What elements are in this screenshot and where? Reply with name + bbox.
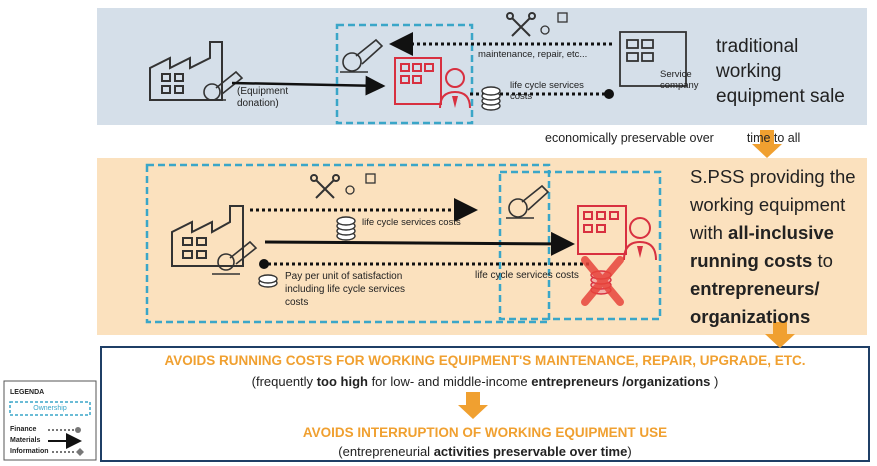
saw-icon bbox=[506, 184, 550, 219]
benefit-text: (frequently bbox=[251, 374, 317, 389]
benefit-text: ) bbox=[627, 444, 632, 459]
legend-title: LEGENDA bbox=[10, 389, 45, 396]
cross-icon bbox=[581, 256, 624, 306]
connector-text: economically preservable over time to al… bbox=[545, 131, 800, 145]
service-company-line: Service bbox=[660, 69, 692, 80]
top-panel-title: traditional working equipment sale bbox=[716, 34, 845, 109]
coins-icon bbox=[336, 216, 356, 241]
orange-down-arrow bbox=[765, 322, 795, 348]
benefit-description: (entrepreneurial activities preservable … bbox=[100, 444, 870, 459]
spss-panel bbox=[97, 158, 867, 335]
parts-icon bbox=[345, 173, 376, 195]
lifecycle-costs-label: life cycle services costs bbox=[362, 217, 461, 228]
parts-icon bbox=[540, 12, 568, 35]
legend-information-label: Information bbox=[10, 448, 49, 455]
connector-text-before: economically preservable over bbox=[545, 131, 714, 145]
coins-icon bbox=[481, 86, 501, 111]
lifecycle-costs-label: life cycle services costs bbox=[510, 80, 584, 102]
donation-label-line: donation) bbox=[237, 98, 279, 109]
spss-title-line: organizations bbox=[690, 303, 856, 331]
benefit-text: for low- and middle-income bbox=[367, 374, 532, 389]
ownership-box-left bbox=[145, 163, 551, 324]
service-company-line: company bbox=[660, 80, 699, 91]
title-line: equipment sale bbox=[716, 86, 845, 107]
donation-label-line: (Equipment bbox=[237, 86, 289, 97]
pay-per-unit-label: Pay per unit of satisfaction including l… bbox=[285, 270, 405, 309]
tools-icon bbox=[506, 12, 536, 37]
materials-arrow bbox=[264, 231, 575, 256]
spss-title-text: to bbox=[812, 250, 833, 271]
spss-title-line: running costs to bbox=[690, 247, 856, 275]
benefit-bold: too high bbox=[316, 374, 368, 389]
benefit-bold: activities preservable over time bbox=[433, 444, 628, 459]
benefit-heading: AVOIDS INTERRUPTION OF WORKING EQUIPMENT… bbox=[302, 425, 668, 440]
service-company-icon bbox=[619, 31, 687, 87]
spss-title-line: working equipment bbox=[690, 194, 846, 215]
saw-icon bbox=[200, 70, 244, 101]
orange-down-arrow bbox=[458, 392, 488, 419]
entrepreneur-icon bbox=[577, 205, 657, 261]
pay-per-unit-line: costs bbox=[285, 297, 309, 308]
benefit-heading: AVOIDS RUNNING COSTS FOR WORKING EQUIPME… bbox=[164, 353, 806, 368]
tools-icon bbox=[310, 174, 340, 199]
legend-materials-label: Materials bbox=[10, 437, 41, 444]
orange-down-arrow bbox=[752, 130, 782, 158]
saw-icon bbox=[212, 240, 258, 275]
legend-ownership-label: Ownership bbox=[33, 405, 67, 412]
spss-title-line: entrepreneurs/ bbox=[690, 275, 856, 303]
benefit-text: (entrepreneurial bbox=[338, 444, 434, 459]
spss-title-line: with all-inclusive bbox=[690, 219, 856, 247]
pay-per-unit-line: Pay per unit of satisfaction bbox=[285, 271, 403, 282]
legend-ownership-swatch bbox=[9, 401, 91, 416]
lifecycle-costs-line: costs bbox=[510, 91, 533, 102]
ownership-box-right bbox=[498, 170, 662, 321]
connector-text-after: time to all bbox=[746, 131, 801, 145]
title-line: working bbox=[716, 61, 782, 82]
spss-title-bold: running costs bbox=[690, 250, 813, 271]
legend-finance-label: Finance bbox=[10, 426, 37, 433]
benefit-description: (frequently too high for low- and middle… bbox=[100, 374, 870, 389]
spss-title: S.PSS providing the working equipment wi… bbox=[690, 163, 856, 331]
donation-arrow bbox=[231, 75, 386, 96]
benefit-bold: entrepreneurs /organizations bbox=[531, 374, 711, 389]
coin-icon bbox=[258, 274, 278, 288]
benefit-text: ) bbox=[710, 374, 719, 389]
pay-per-unit-line: including life cycle services bbox=[285, 284, 406, 295]
benefits-box bbox=[100, 346, 870, 462]
spss-title-text: with bbox=[690, 222, 729, 243]
donation-label: (Equipment donation) bbox=[237, 86, 288, 110]
lifecycle-costs-label: life cycle services costs bbox=[475, 270, 579, 281]
spss-title-bold: organizations bbox=[690, 306, 811, 327]
factory-icon bbox=[171, 205, 244, 267]
spss-title-bold: all-inclusive bbox=[728, 222, 834, 243]
maintenance-label: maintenance, repair, etc... bbox=[478, 49, 588, 60]
spss-title-line: S.PSS providing the bbox=[690, 166, 856, 187]
factory-icon bbox=[149, 41, 223, 101]
entrepreneur-icon bbox=[394, 57, 471, 109]
ownership-box-top bbox=[335, 23, 474, 125]
service-company-label: Service company bbox=[660, 69, 699, 91]
saw-icon bbox=[340, 38, 384, 73]
lifecycle-costs-line: life cycle services bbox=[510, 80, 584, 91]
spss-title-bold: entrepreneurs/ bbox=[690, 278, 820, 299]
title-line: traditional bbox=[716, 36, 799, 57]
